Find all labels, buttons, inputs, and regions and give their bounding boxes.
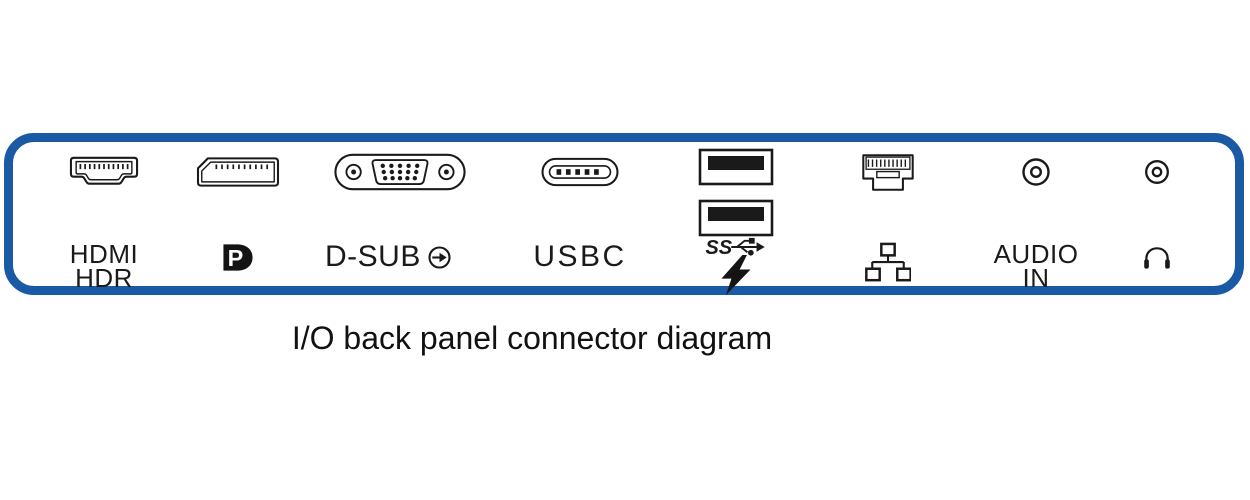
displayport-label: P [188, 242, 288, 273]
port-ethernet [848, 142, 928, 286]
usb-a-port-icon [698, 199, 774, 237]
port-audio-in: AUDIO IN [991, 142, 1081, 291]
lightning-bolt-icon [721, 255, 751, 295]
audio-in-icon-slot [991, 150, 1081, 194]
displayport-logo-icon: P [223, 244, 253, 271]
port-usbc: USBC [530, 142, 630, 286]
hdmi-icon-slot [49, 150, 159, 194]
audio-in-label-line1: AUDIO [993, 239, 1079, 269]
usbc-label-text: USBC [533, 240, 627, 273]
headphone-jack-icon [1145, 160, 1169, 184]
back-panel-outline: HDMI HDR P [4, 133, 1244, 295]
usbc-label: USBC [530, 242, 630, 272]
usbc-icon-slot [530, 150, 630, 194]
dsub-label-text: D-SUB [325, 240, 421, 273]
port-hdmi: HDMI HDR [49, 142, 159, 291]
ethernet-label [848, 242, 928, 284]
usb-a-port-icon [698, 148, 774, 186]
diagram-caption: I/O back panel connector diagram [291, 320, 773, 356]
audio-in-label: AUDIO IN [991, 239, 1081, 293]
displayport-logo-letter: P [228, 245, 244, 271]
hdmi-label: HDMI HDR [49, 239, 159, 293]
displayport-icon-slot [188, 150, 288, 194]
dsub-label: D-SUB [325, 242, 475, 272]
usb-trident-icon: SS [705, 237, 765, 258]
input-arrow-icon [428, 245, 451, 269]
port-displayport: P [188, 142, 288, 286]
hdmi-connector-icon [69, 156, 139, 185]
dsub-icon-slot [325, 150, 475, 194]
network-icon [865, 242, 911, 282]
audio-jack-icon [1022, 158, 1050, 186]
headphone-label [1127, 246, 1187, 271]
headphone-icon-slot [1127, 150, 1187, 194]
headphone-icon [1144, 247, 1170, 269]
hdmi-label-line2: HDR [75, 263, 133, 293]
rj45-connector-icon [862, 153, 914, 191]
vga-connector-icon [334, 153, 466, 191]
port-dsub: D-SUB [325, 142, 475, 286]
ethernet-icon-slot [848, 150, 928, 194]
usb-icon-slot [691, 148, 781, 237]
hdmi-label-line1: HDMI [69, 239, 139, 269]
displayport-connector-icon [196, 157, 280, 187]
usb-label: SS [691, 236, 781, 295]
audio-in-label-line2: IN [1022, 263, 1050, 293]
port-headphone [1127, 142, 1187, 286]
usb-ss-text: SS [705, 237, 732, 258]
usbc-connector-icon [541, 157, 619, 187]
port-usb: SS [691, 142, 781, 295]
